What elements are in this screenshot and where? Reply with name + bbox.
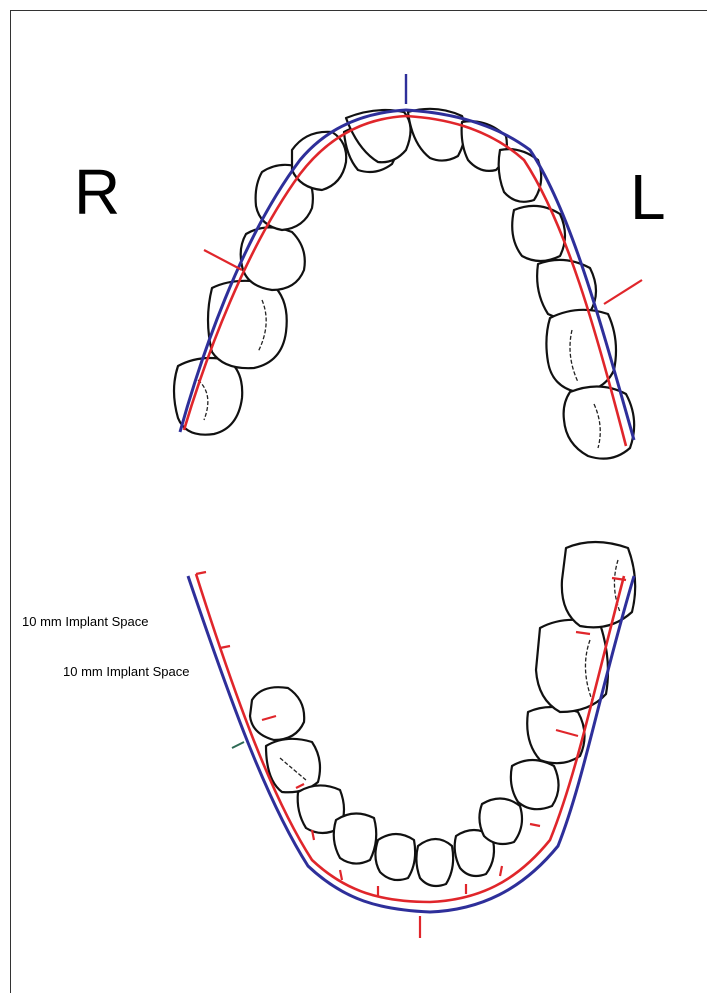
lower-tick-start xyxy=(196,572,206,574)
upper-tooth-l-molar-1 xyxy=(546,310,616,392)
upper-tooth-l-premolar-1 xyxy=(512,206,565,261)
lower-tick-9 xyxy=(530,824,540,826)
lower-tick-8 xyxy=(500,866,502,876)
lower-tick-1 xyxy=(220,646,230,648)
upper-arch-teeth xyxy=(174,109,634,459)
annotation-pointer-line xyxy=(232,742,244,748)
lower-tooth-r-canine xyxy=(375,834,415,880)
lower-tooth-l-molar-2 xyxy=(536,620,608,712)
lower-tooth-l-premolar-1 xyxy=(479,798,522,844)
lower-tick-5 xyxy=(340,870,342,880)
upper-right-tick xyxy=(204,250,242,270)
lower-tooth-l-premolar-2 xyxy=(511,760,559,809)
lower-tooth-r-molar-2 xyxy=(250,687,304,740)
upper-tooth-l-molar-2 xyxy=(564,386,635,458)
lower-tooth-r-premolar-1 xyxy=(334,813,377,863)
upper-left-tick xyxy=(604,280,642,304)
lower-tooth-central-incisor xyxy=(416,839,453,886)
lower-arch-teeth xyxy=(250,542,635,886)
upper-tooth-r-molar-2 xyxy=(174,358,242,435)
lower-tooth-r-molar-1 xyxy=(266,739,320,792)
